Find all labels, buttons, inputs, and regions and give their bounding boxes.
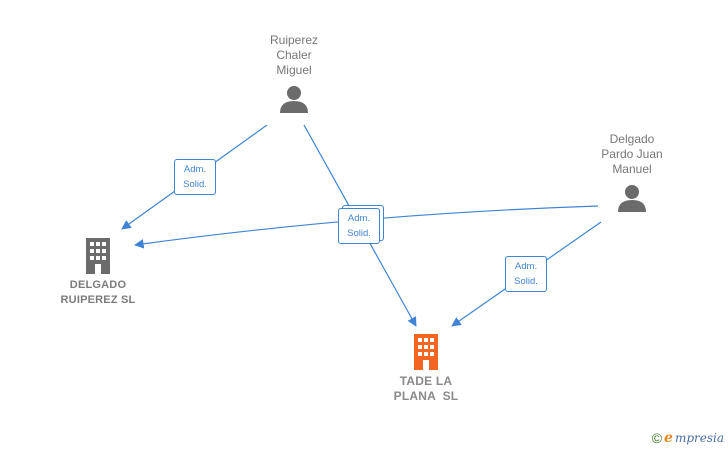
company-node-delgado-ruiperez[interactable]: DELGADO RUIPEREZ SL [48,238,148,308]
person-name: Ruiperez Chaler Miguel [269,33,319,77]
building-icon [376,334,476,370]
brand-initial: e [664,430,673,446]
company-name: TADE LA PLANA SL [393,374,459,403]
building-icon [48,238,148,274]
copyright-icon: © [651,430,663,446]
person-name: Delgado Pardo Juan Manuel [601,132,663,176]
person-icon [250,84,338,114]
role-label-ruiperez-tade[interactable]: Adm. Solid. [338,208,380,244]
person-node-delgado-pardo[interactable]: Delgado Pardo Juan Manuel [588,132,676,213]
role-label-ruiperez-delgado-ruiperez[interactable]: Adm. Solid. [174,159,216,195]
company-name: DELGADO RUIPEREZ SL [60,279,136,306]
person-icon [588,183,676,213]
brand-name: mpresia [674,431,724,445]
person-node-ruiperez[interactable]: Ruiperez Chaler Miguel [250,33,338,114]
company-node-tade-la-plana[interactable]: TADE LA PLANA SL [376,334,476,404]
role-label-delgado-pardo-tade[interactable]: Adm. Solid. [505,256,547,292]
